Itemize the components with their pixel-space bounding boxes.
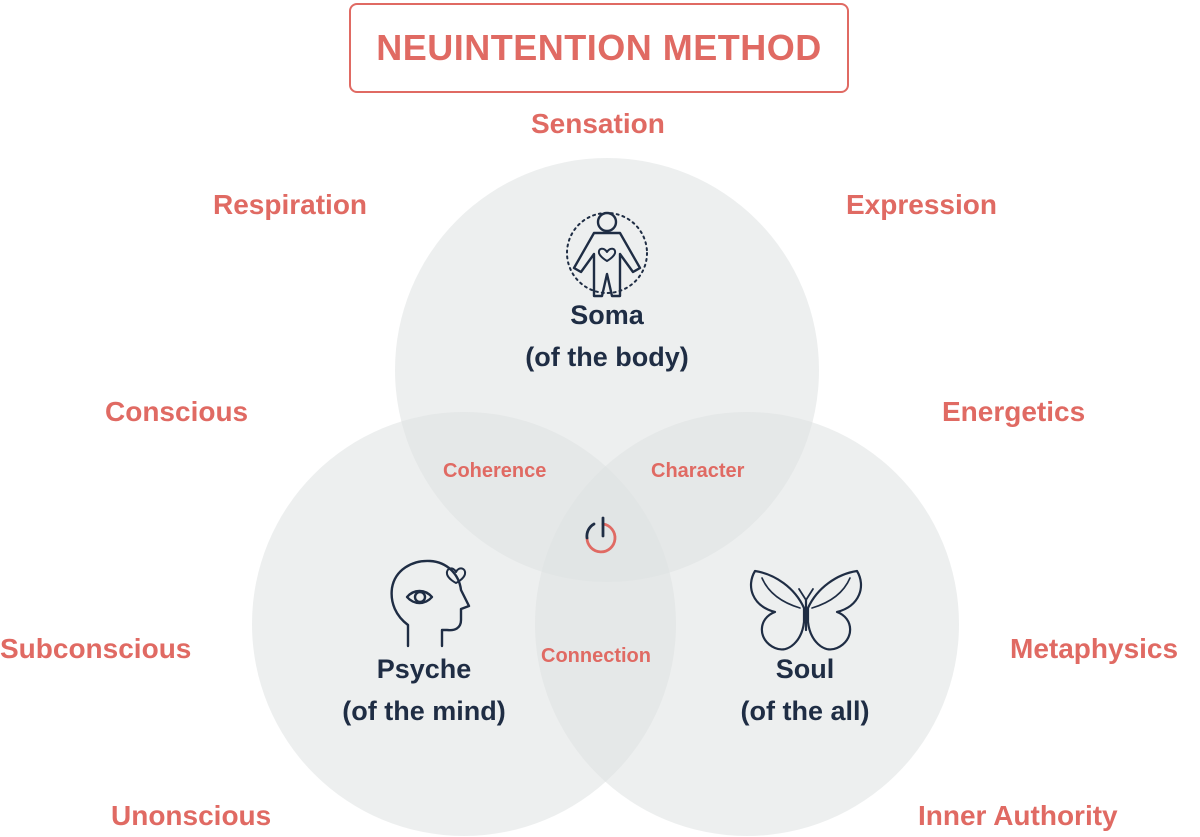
- label-respiration: Respiration: [213, 189, 368, 220]
- label-metaphysics: Metaphysics: [1010, 633, 1179, 664]
- soul-subtitle: (of the all): [740, 696, 870, 726]
- soul-label: Soul (of the all): [700, 648, 910, 732]
- soma-subtitle: (of the body): [525, 342, 689, 372]
- psyche-name: Psyche: [376, 654, 472, 684]
- overlap-character: Character: [651, 460, 745, 482]
- soma-label: Soma (of the body): [502, 294, 712, 378]
- soul-name: Soul: [775, 654, 835, 684]
- head-eye-heart-icon: [390, 559, 471, 648]
- soul-circle: [535, 412, 959, 836]
- label-subconscious: Subconscious: [0, 633, 192, 664]
- label-conscious: Conscious: [105, 396, 249, 427]
- label-unonscious: Unonscious: [111, 800, 272, 831]
- overlap-connection: Connection: [541, 645, 651, 667]
- label-expression: Expression: [846, 189, 997, 220]
- psyche-label: Psyche (of the mind): [319, 648, 529, 732]
- title-box: NEUINTENTION METHOD: [349, 3, 849, 93]
- soma-name: Soma: [570, 300, 644, 330]
- power-icon: [585, 516, 617, 554]
- butterfly-icon: [749, 569, 863, 651]
- label-inner-authority: Inner Authority: [918, 800, 1118, 831]
- overlap-coherence: Coherence: [443, 460, 547, 482]
- human-body-heart-icon: [566, 211, 648, 298]
- label-energetics: Energetics: [942, 396, 1086, 427]
- psyche-subtitle: (of the mind): [342, 696, 506, 726]
- page-title: NEUINTENTION METHOD: [376, 27, 822, 68]
- label-sensation: Sensation: [531, 108, 665, 139]
